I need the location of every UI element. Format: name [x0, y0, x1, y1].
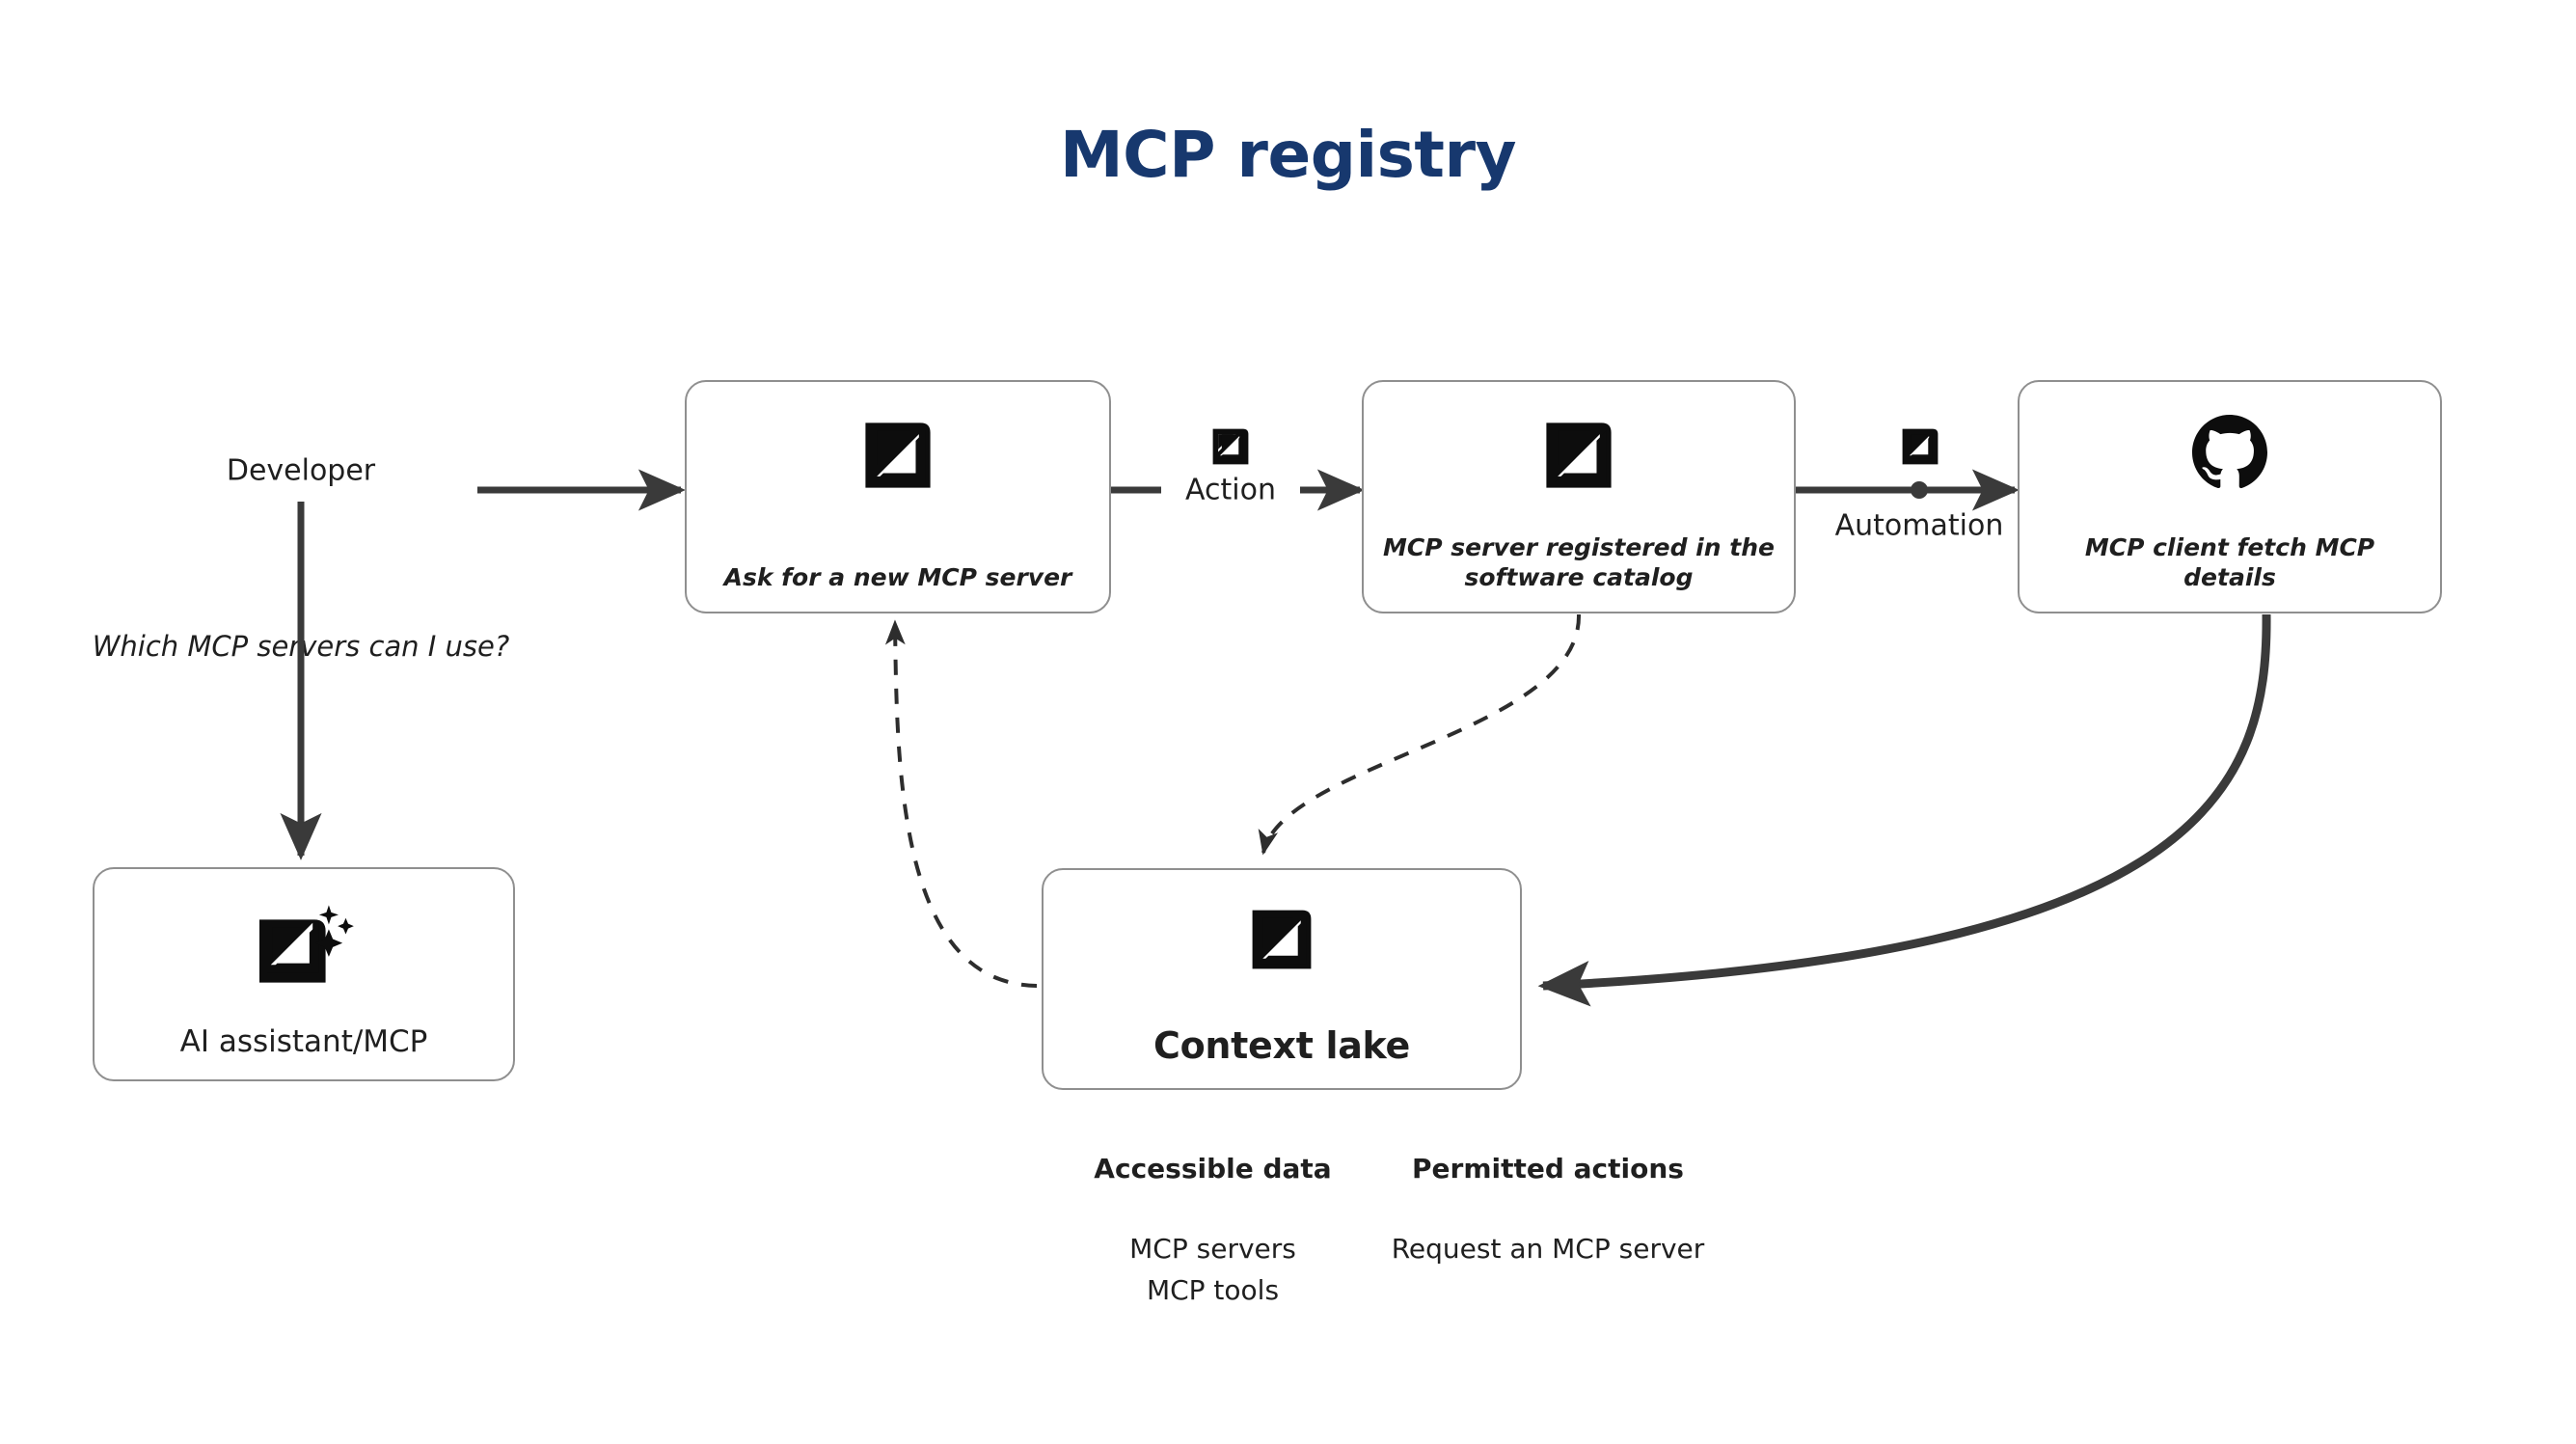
- mcp-icon: [1538, 415, 1619, 496]
- edge-label-action: Action: [1174, 473, 1288, 507]
- node-label: Ask for a new MCP server: [723, 562, 1072, 591]
- developer-question-label: Which MCP servers can I use?: [92, 630, 510, 663]
- node-mcp-client-fetch-details[interactable]: MCP client fetch MCP details: [2018, 380, 2442, 613]
- legend-item: Request an MCP server: [1391, 1233, 1705, 1265]
- legend-item: MCP servers: [1129, 1233, 1296, 1265]
- github-icon: [2192, 415, 2267, 490]
- node-ai-assistant[interactable]: AI assistant/MCP: [93, 867, 515, 1081]
- edge-context-lake-to-ask: [884, 619, 1038, 988]
- mcp-sparkle-icon: [251, 902, 357, 991]
- legend-accessible-data: Accessible data MCP servers MCP tools: [1090, 1153, 1336, 1312]
- mcp-icon: [1898, 424, 1942, 473]
- edge-registered-to-context-lake: [1258, 613, 1582, 856]
- mcp-icon: [857, 415, 938, 496]
- node-label: Context lake: [1153, 1024, 1410, 1068]
- mcp-icon: [1208, 424, 1253, 473]
- legend-title: Accessible data: [1094, 1153, 1332, 1185]
- legend-title: Permitted actions: [1412, 1153, 1684, 1185]
- node-mcp-server-registered[interactable]: MCP server registered in the software ca…: [1362, 380, 1796, 613]
- node-ask-for-new-mcp-server[interactable]: Ask for a new MCP server: [685, 380, 1111, 613]
- page-title: MCP registry: [1059, 118, 1517, 192]
- legend-item: MCP tools: [1146, 1274, 1280, 1307]
- node-label: MCP server registered in the software ca…: [1383, 532, 1775, 591]
- developer-label: Developer: [226, 453, 376, 488]
- mcp-icon: [1245, 903, 1318, 976]
- edge-label-automation: Automation: [1834, 508, 2004, 543]
- edge-client-to-context-lake: [1537, 613, 2271, 1007]
- legend-permitted-actions: Permitted actions Request an MCP server: [1369, 1153, 1726, 1269]
- edge-registered-to-client: [1796, 469, 2020, 511]
- node-label: AI assistant/MCP: [179, 1023, 428, 1059]
- node-context-lake[interactable]: Context lake: [1042, 868, 1522, 1090]
- node-label: MCP client fetch MCP details: [2084, 532, 2375, 591]
